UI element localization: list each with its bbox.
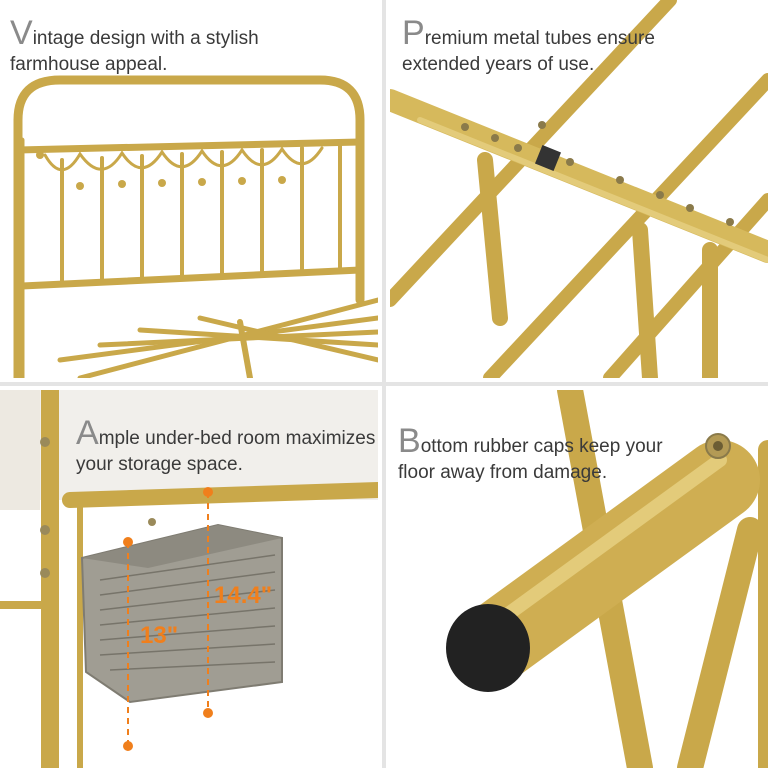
drop-cap: A <box>76 414 99 452</box>
panel-vintage-design: Vintage design with a stylish farmhouse … <box>0 0 378 378</box>
panel-metal-tubes: Premium metal tubes ensure extended year… <box>390 0 768 378</box>
rubber-cap <box>446 604 530 692</box>
clearance-height-label: 14.4" <box>214 582 273 609</box>
horizontal-divider <box>0 382 768 386</box>
under-bed-illustration <box>0 390 378 768</box>
drop-cap: P <box>402 14 425 52</box>
caption-vintage: Vintage design with a stylish farmhouse … <box>10 16 259 78</box>
caption-line-1: mple under-bed room maximizes <box>98 428 376 449</box>
headboard-illustration <box>13 75 378 378</box>
panel-rubber-caps: Bottom rubber caps keep your floor away … <box>390 390 768 768</box>
drop-cap: V <box>10 14 33 52</box>
caption-line-2: extended years of use. <box>402 54 595 75</box>
caption-line-1: ottom rubber caps keep your <box>420 436 663 457</box>
caption-metal: Premium metal tubes ensure extended year… <box>402 16 655 78</box>
caption-line-1: remium metal tubes ensure <box>424 28 655 49</box>
basket-height-label: 13" <box>140 622 179 649</box>
rubber-cap-illustration <box>446 390 768 768</box>
panel-under-bed-storage: 13" 14.4" Ample under-bed room maximizes… <box>0 390 378 768</box>
caption-storage: Ample under-bed room maximizes your stor… <box>76 416 376 478</box>
caption-line-2: farmhouse appeal. <box>10 54 168 75</box>
caption-line-2: your storage space. <box>76 454 243 475</box>
caption-line-2: floor away from damage. <box>398 462 608 483</box>
metal-tubes-illustration <box>390 0 768 378</box>
caption-line-1: intage design with a stylish <box>32 28 259 49</box>
caption-caps: Bottom rubber caps keep your floor away … <box>398 424 663 486</box>
drop-cap: B <box>398 422 421 460</box>
